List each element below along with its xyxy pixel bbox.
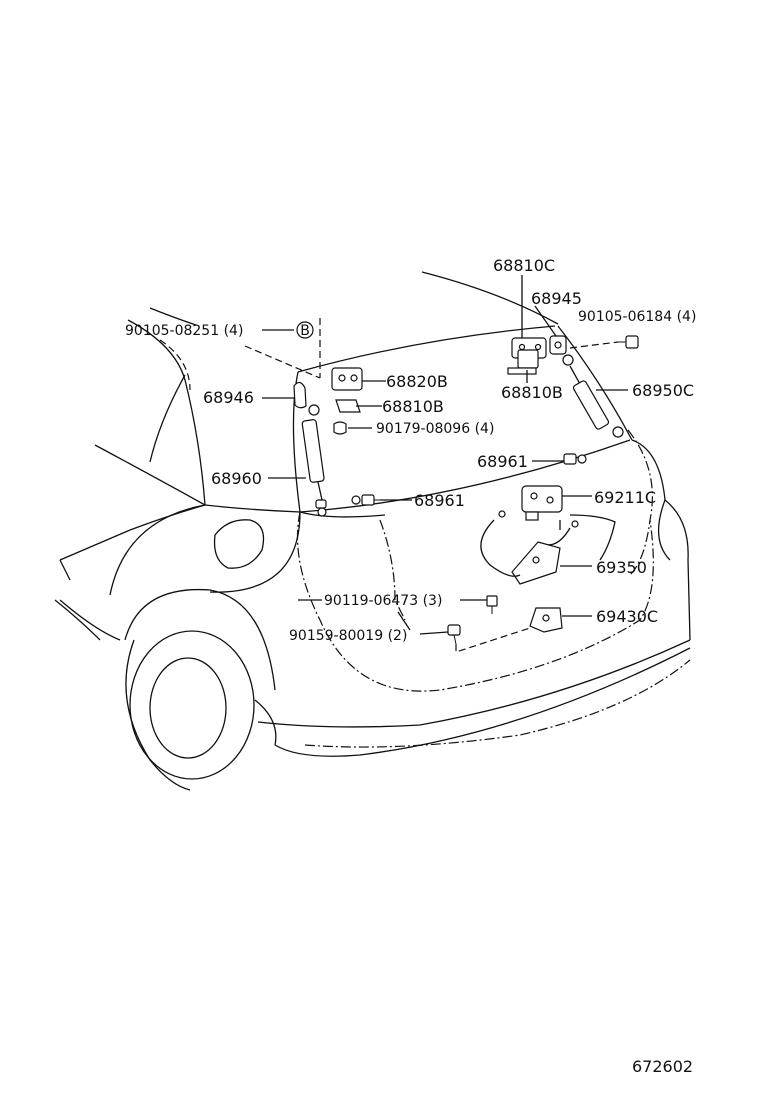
ball-stud-icon [563,453,587,465]
screw-icon [447,624,461,645]
left-gas-strut [301,404,327,517]
vehicle-body-outline [54,271,691,791]
striker-part [529,607,563,633]
ball-stud-icon [351,494,380,506]
hinge-part [507,337,547,375]
screw-icon [486,595,498,614]
part-label-68820b: 68820B [386,372,448,391]
part-label-68810b-left: 68810B [382,397,444,416]
part-label-69211c: 69211C [594,488,656,507]
part-label-90105-08251: 90105-08251 (4) [125,323,243,339]
part-label-68810c: 68810C [493,256,555,275]
right-gas-strut [562,354,624,438]
part-label-90179-08096: 90179-08096 (4) [376,421,494,437]
part-label-90159-80019: 90159-80019 (2) [289,628,407,644]
hinge-bracket-part [549,335,567,355]
part-label-90105-06184: 90105-06184 (4) [578,309,696,325]
part-label-68945: 68945 [531,289,582,308]
lock-control-cable [480,510,579,577]
reference-mark-label: B [300,323,310,339]
part-label-90119-06473: 90119-06473 (3) [324,593,442,609]
part-label-68946: 68946 [203,388,254,407]
leader-lines [244,275,628,653]
part-labels: 68810C 68945 90105-06184 (4) 90105-08251… [125,256,696,644]
part-label-68961-right: 68961 [477,452,528,471]
part-label-68961-left: 68961 [414,491,465,510]
part-label-68810b-right: 68810B [501,383,563,402]
left-hinge-part [331,367,363,435]
drawing-number: 672602 [632,1057,693,1076]
reference-mark: B [296,321,314,339]
door-lock-part [521,485,563,521]
part-label-68950c: 68950C [632,381,694,400]
latch-part [511,541,561,585]
part-label-69350: 69350 [596,558,647,577]
part-label-69430c: 69430C [596,607,658,626]
part-label-68960: 68960 [211,469,262,488]
bolt-icon [618,335,639,349]
stopper-part [293,381,307,409]
